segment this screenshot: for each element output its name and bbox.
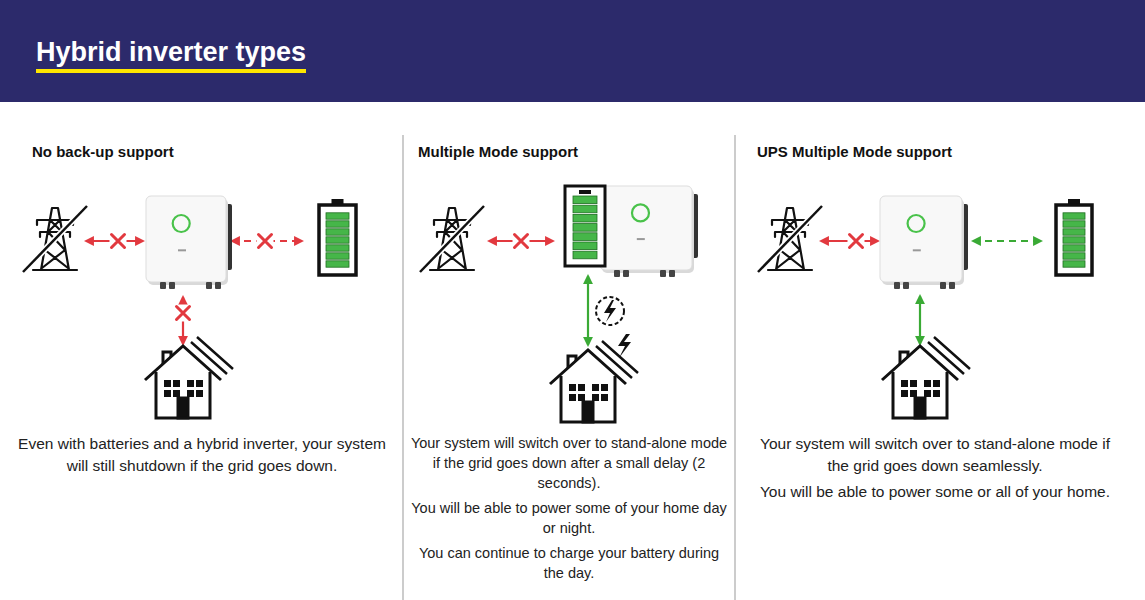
power-flow-arrow xyxy=(919,296,921,344)
no-grid-slash xyxy=(420,206,484,272)
power-bolt xyxy=(618,334,631,358)
mode-column: Multiple Mode supportYour system will sw… xyxy=(403,135,735,600)
hybrid-inverter-icon xyxy=(600,186,698,277)
cross-mark-ground xyxy=(848,233,865,250)
battery-cell xyxy=(573,224,597,232)
battery-cell xyxy=(573,233,597,241)
battery-enclosure xyxy=(565,186,605,266)
cross-mark-ground xyxy=(175,305,192,322)
switch-delay-symbol xyxy=(596,297,624,325)
column-body: Your system will switch over to stand-al… xyxy=(750,433,1120,508)
cross-mark-ground xyxy=(110,233,127,250)
no-grid-slash xyxy=(420,206,484,272)
column-body: Even with batteries and a hybrid inverte… xyxy=(12,433,392,481)
blocked-cross-mark xyxy=(177,307,190,320)
battery-cell xyxy=(573,251,597,259)
description-text: You can continue to charge your battery … xyxy=(407,543,731,583)
mode-column: No back-up supportEven with batteries an… xyxy=(0,135,403,600)
blocked-cross-mark xyxy=(259,235,272,248)
column-body: Your system will switch over to stand-al… xyxy=(407,433,731,588)
switch-delay-bolt xyxy=(604,300,616,322)
mode-column: UPS Multiple Mode supportYour system wil… xyxy=(735,135,1145,600)
battery-cell xyxy=(573,242,597,250)
cross-mark-ground xyxy=(513,233,530,250)
battery-cell xyxy=(573,196,597,204)
blocked-cross-mark xyxy=(112,235,125,248)
no-grid-slash xyxy=(23,206,87,272)
no-grid-slash xyxy=(758,206,822,272)
hybrid-inverter-icon xyxy=(880,196,968,289)
column-heading: Multiple Mode support xyxy=(418,143,578,160)
description-text: You will be able to power some or all of… xyxy=(750,481,1120,503)
battery-terminal xyxy=(579,190,591,194)
description-text: You will be able to power some of your h… xyxy=(407,498,731,538)
power-flow-arrow xyxy=(973,240,1041,242)
description-text: Even with batteries and a hybrid inverte… xyxy=(12,433,392,476)
column-heading: No back-up support xyxy=(32,143,174,160)
no-grid-slash xyxy=(758,206,822,272)
power-flow-arrow xyxy=(587,276,589,345)
description-text: Your system will switch over to stand-al… xyxy=(750,433,1120,476)
cross-mark-ground xyxy=(257,233,274,250)
battery-icon xyxy=(319,199,356,275)
column-divider xyxy=(734,135,736,600)
house-icon xyxy=(882,337,970,418)
column-divider xyxy=(402,135,404,600)
blocked-cross-mark xyxy=(850,235,863,248)
hybrid-inverter-icon xyxy=(146,196,232,289)
house-icon xyxy=(145,337,233,418)
battery-cell xyxy=(573,205,597,213)
house-icon xyxy=(550,341,638,422)
blocked-cross-mark xyxy=(515,235,528,248)
description-text: Your system will switch over to stand-al… xyxy=(407,433,731,493)
battery-cell xyxy=(573,214,597,222)
header-band xyxy=(0,0,1145,102)
column-heading: UPS Multiple Mode support xyxy=(757,143,952,160)
page-title: Hybrid inverter types xyxy=(36,36,306,73)
battery-icon xyxy=(1056,199,1092,275)
no-grid-slash xyxy=(23,206,87,272)
